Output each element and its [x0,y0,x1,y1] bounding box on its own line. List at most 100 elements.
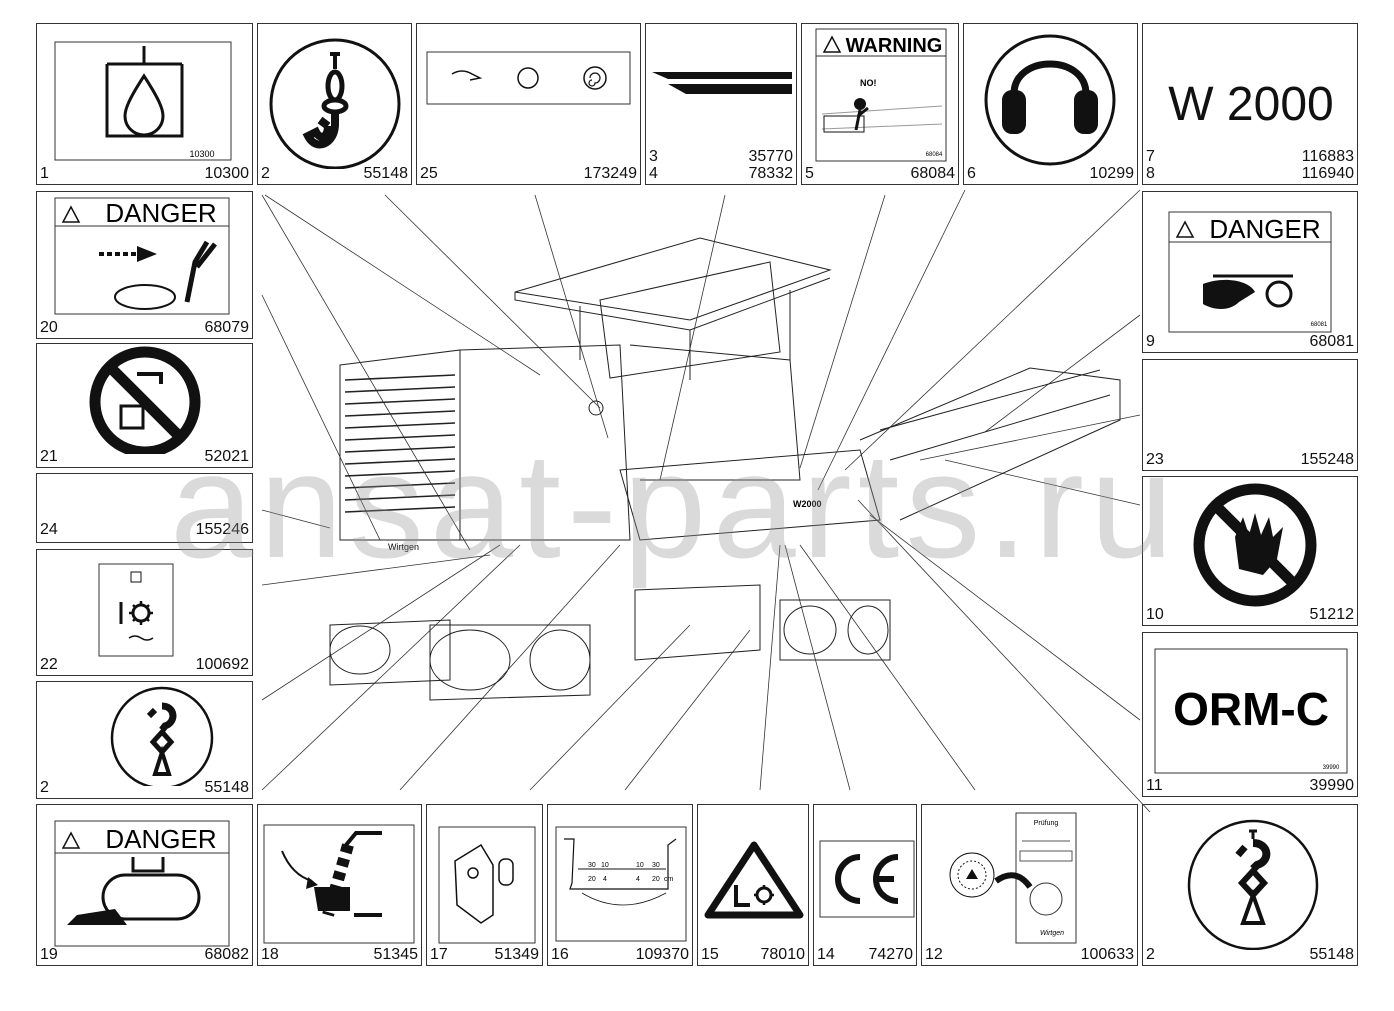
hand-icon [451,70,483,81]
inspection-sticker-icon: Prüfung Wirtgen [949,812,1077,944]
label-3-4-stripes: 3 35770 4 78332 [645,23,797,185]
part-number: 109370 [635,946,689,963]
ce-mark-icon [819,840,915,918]
part-number: 51345 [373,946,419,963]
scale-tick: 10 [601,862,609,869]
part-number: 39990 [1309,777,1355,794]
label-2-lifting-hook: 2 55148 [257,23,412,185]
part-number: 55148 [204,779,250,796]
part-number: 100692 [195,656,249,673]
label-number: 23 [1146,451,1164,468]
depth-scale-icon: 30 10 10 30 20 4 4 20 cm [555,826,687,942]
label-number: 15 [701,946,719,963]
inspection-heading: Prüfung [1034,820,1059,827]
orm-c-text: ORM-C [1173,683,1329,735]
label-number: 4 [649,165,658,182]
label-6-ear-protection: 6 10299 [963,23,1138,185]
warning-note: NO! [860,78,877,88]
label-17-bracket: 17 51349 [426,804,543,966]
part-number: 68081 [1309,333,1355,350]
danger-title: DANGER [105,198,216,228]
label-number: 14 [817,946,835,963]
part-number: 52021 [204,448,250,465]
control-symbols-icon [426,51,631,105]
part-number: 51212 [1309,606,1355,623]
brand-text: Wirtgen [1040,930,1064,937]
label-number: 24 [40,521,58,538]
label-15-warning-triangle: 15 78010 [697,804,809,966]
label-number: 20 [40,319,58,336]
ear-protection-icon [984,34,1116,166]
scale-tick: 4 [636,876,640,883]
part-number: 68079 [204,319,250,336]
label-number: 12 [925,946,943,963]
part-number: 35770 [748,148,794,165]
label-16-depth-scale: 30 10 10 30 20 4 4 20 cm 16 109370 [547,804,693,966]
label-25-controls: 25 173249 [416,23,641,185]
oil-drop-tank-icon: 10300 [54,41,232,161]
warning-sign-icon: WARNING NO! 68084 [815,28,947,162]
no-hands-icon [1193,483,1317,607]
part-number: 68084 [910,165,956,182]
part-number: 55148 [363,165,409,182]
label-number: 17 [430,946,448,963]
scale-tick: 20 [652,876,660,883]
part-number: 173249 [583,165,637,182]
warning-triangle-icon [704,841,804,919]
label-22-drum: 22 100692 [36,549,253,676]
part-number: 155246 [195,521,249,538]
danger-title: DANGER [105,824,216,854]
part-number: 10299 [1089,165,1135,182]
circle-icon [517,67,539,89]
machine-badge: W2000 [793,499,822,509]
no-drinking-water-icon [89,346,201,454]
part-number: 74270 [868,946,914,963]
bracket-icon [438,826,536,944]
label-number: 3 [649,148,658,165]
label-21-no-drinking-water: 21 52021 [36,343,253,468]
scale-tick: 30 [588,862,596,869]
label-5-warning: WARNING NO! 68084 5 68084 [801,23,959,185]
tiny-code: 68084 [926,152,943,158]
label-number: 19 [40,946,58,963]
scale-tick: 10 [636,862,644,869]
part-number: 116883 [1301,148,1354,165]
label-11-orm-c: ORM-C 39990 11 39990 [1142,632,1358,797]
label-number: 2 [40,779,49,796]
label-number: 21 [40,448,58,465]
label-1-oil-tank: 10300 1 10300 [36,23,253,185]
label-24: 24 155246 [36,473,253,543]
danger-title: DANGER [1209,214,1320,244]
label-number: 9 [1146,333,1155,350]
part-number: 68082 [204,946,250,963]
label-number: 8 [1146,165,1155,182]
label-number: 2 [261,165,270,182]
scale-unit: cm [664,876,674,883]
label-number: 5 [805,165,814,182]
label-23: 23 155248 [1142,359,1358,471]
scale-tick: 20 [588,876,596,883]
label-18-hand-lever: 18 51345 [257,804,422,966]
label-2-lifting-hook-left: 2 55148 [36,681,253,799]
label-number: 22 [40,656,58,673]
hand-lever-icon [263,824,415,944]
stripe-decal-icon [652,72,792,94]
model-text: W 2000 [1168,78,1334,131]
label-2-lifting-hook-bottom: 2 55148 [1142,804,1358,966]
label-number: 25 [420,165,438,182]
drum-control-icon [98,563,174,657]
label-12-inspection: Prüfung Wirtgen 12 100633 [921,804,1138,966]
danger-crush-icon: DANGER [54,197,230,315]
label-number: 1 [40,165,49,182]
scale-tick: 4 [603,876,607,883]
lifting-hook-icon [269,38,401,169]
label-number: 10 [1146,606,1164,623]
danger-rotating-icon: DANGER 68081 [1168,211,1332,333]
tiny-code: 10300 [189,149,214,159]
part-number: 10300 [204,165,250,182]
tiny-code: 39990 [1323,765,1340,771]
part-number: 155248 [1300,451,1354,468]
lifting-hook-icon [1187,819,1319,950]
part-number: 116940 [1301,165,1354,182]
part-number: 78332 [748,165,794,182]
